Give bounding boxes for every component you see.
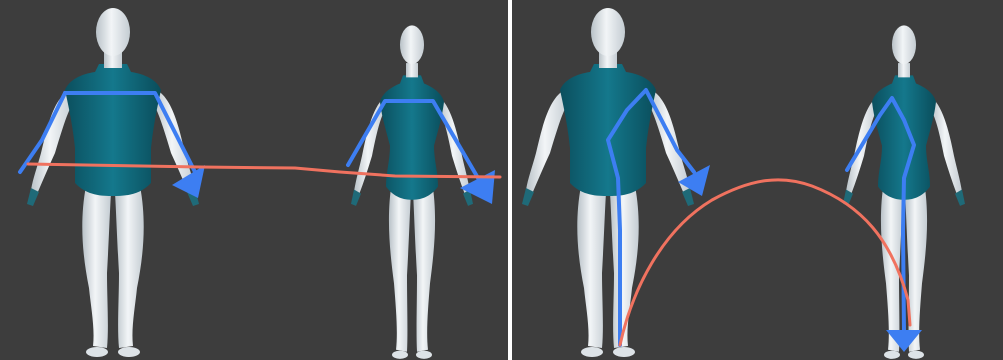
left-panel: [0, 0, 508, 360]
left-scene: [0, 0, 508, 360]
male-mannequin: [522, 8, 694, 357]
right-scene: [512, 0, 1003, 360]
right-panel: [512, 0, 1003, 360]
red-arc-path: [620, 180, 910, 345]
female-mannequin: [351, 25, 473, 359]
male-mannequin: [27, 8, 199, 357]
